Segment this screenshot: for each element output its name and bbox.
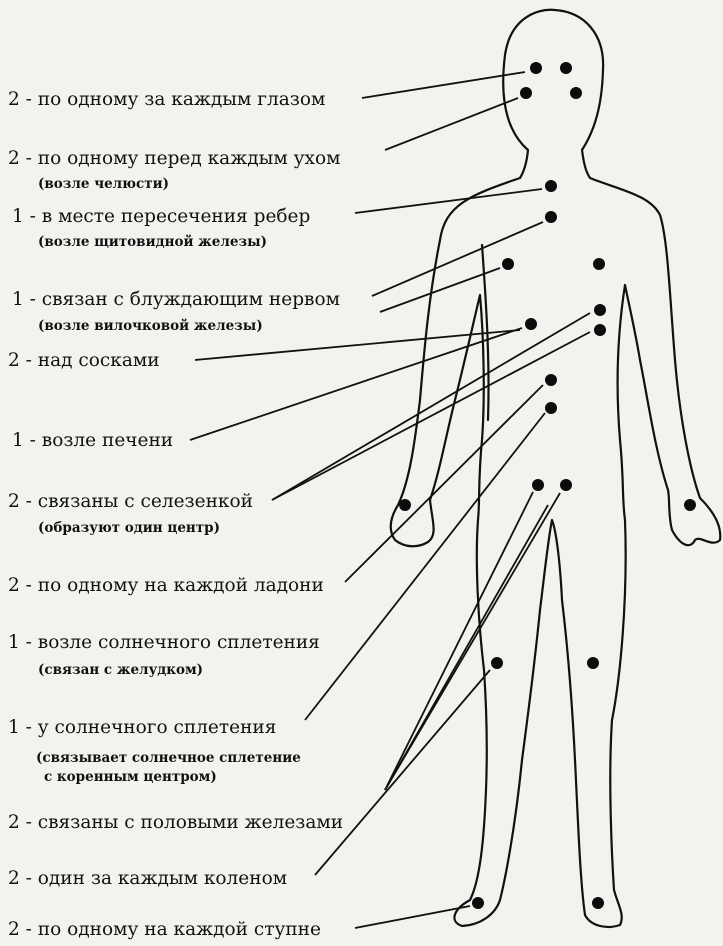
point-spleen-2 — [594, 324, 606, 336]
label-nipples: 2 - над сосками — [8, 350, 160, 371]
point-liver — [525, 318, 537, 330]
label-at-solar-note-1: (связывает солнечное сплетение — [36, 750, 301, 766]
label-knees: 2 - один за каждым коленом — [8, 868, 287, 889]
point-eye-right — [560, 62, 572, 74]
point-spleen-1 — [594, 304, 606, 316]
point-vagus — [545, 211, 557, 223]
point-ear-left — [520, 87, 532, 99]
point-foot-right — [592, 897, 604, 909]
label-palms: 2 - по одному на каждой ладони — [8, 575, 324, 596]
label-ribs: 1 - в месте пересечения ребер — [12, 206, 310, 227]
body-outline — [389, 8, 722, 929]
point-gonad-right — [560, 479, 572, 491]
point-knee-right — [587, 657, 599, 669]
point-nipple-right — [593, 258, 605, 270]
point-palm-right — [684, 499, 696, 511]
point-eye-left — [530, 62, 542, 74]
energy-points — [399, 62, 696, 909]
label-ears: 2 - по одному перед каждым ухом — [8, 148, 340, 169]
label-at-solar-note-2: с коренным центром) — [44, 769, 217, 785]
label-vagus-note: (возле вилочковой железы) — [38, 318, 263, 334]
label-at-solar: 1 - у солнечного сплетения — [8, 717, 276, 738]
point-knee-left — [491, 657, 503, 669]
label-vagus: 1 - связан с блуждающим нервом — [12, 289, 340, 310]
label-ribs-note: (возле щитовидной железы) — [38, 234, 267, 250]
point-solar-2 — [545, 402, 557, 414]
point-solar-1 — [545, 374, 557, 386]
label-feet: 2 - по одному на каждой ступне — [8, 919, 321, 940]
label-near-solar-note: (связан с желудком) — [38, 662, 203, 678]
point-ear-right — [570, 87, 582, 99]
leader-lines — [189, 71, 591, 929]
point-palm-left — [399, 499, 411, 511]
label-spleen-note: (образуют один центр) — [38, 520, 220, 536]
torso-inner-line — [480, 243, 490, 422]
label-eyes: 2 - по одному за каждым глазом — [8, 89, 325, 110]
label-near-solar: 1 - возле солнечного сплетения — [8, 632, 320, 653]
point-foot-left — [472, 897, 484, 909]
label-gonads: 2 - связаны с половыми железами — [8, 812, 343, 833]
point-ribs — [545, 180, 557, 192]
labels: 2 - по одному за каждым глазом 2 - по од… — [8, 89, 343, 940]
label-liver: 1 - возле печени — [12, 430, 173, 451]
label-spleen: 2 - связаны с селезенкой — [8, 491, 253, 512]
label-ears-note: (возле челюсти) — [38, 176, 169, 192]
point-gonad-left — [532, 479, 544, 491]
point-nipple-left — [502, 258, 514, 270]
